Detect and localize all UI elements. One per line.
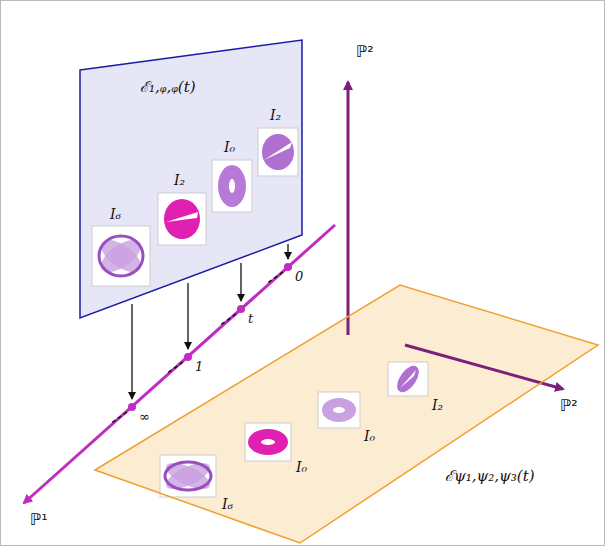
drawing-part [92,128,298,286]
drawing-part [287,244,288,259]
drawing-part [92,226,150,286]
point-label: t [248,311,253,327]
point-label: 0 [295,269,303,285]
drawing-part [240,263,241,301]
drawing-part [229,179,235,193]
drawing-part [96,234,146,278]
drawing-part [245,423,291,461]
drawing-part [24,225,335,503]
drawing-part [131,304,132,399]
panel-border [80,40,302,318]
drawing-part [405,345,563,389]
drawing-part [158,193,206,245]
fiber-type-label: I₀ [364,428,375,445]
drawing-part [262,134,294,170]
drawing-part [393,362,423,396]
fiber-type-label: I₂ [174,172,185,189]
drawing-part [322,398,356,422]
fiber-type-label: I₂ [270,107,281,124]
drawing-part [80,40,302,318]
drawing-part [96,134,294,278]
fiber-type-label: I₂ [432,397,443,414]
family-label: ℰψ₁,ψ₂,ψ₃(t) [445,467,535,485]
drawing-part [160,455,216,497]
drawing-part [166,212,198,222]
drawing-part [110,272,283,424]
drawing-part [400,370,416,388]
drawing-part [318,392,360,428]
fiber-type-label: I₀ [296,459,307,476]
fibration-panel: ℰ₁,ᵩ,ᵩ(t) [78,38,304,322]
point-label: ∞ [139,409,150,425]
drawing-part [261,439,275,445]
drawing-part [284,263,292,271]
axis-label: ℙ² [560,396,578,415]
drawing-part [162,458,213,495]
drawing-part [212,160,252,212]
fiber-type-label: I₀ [224,139,235,156]
drawing-part [162,458,213,495]
drawing-part [166,362,183,374]
drawing-part [237,305,245,313]
drawing-part [184,353,192,361]
drawing-part [219,314,236,326]
drawing-part [218,165,246,207]
drawing-part [160,362,428,497]
drawing-part [187,283,188,349]
panel-outline [93,283,600,545]
drawing-part [266,272,283,284]
fibration-panel: ℰψ₁,ψ₂,ψ₃(t) [93,283,600,545]
drawing-part [165,462,211,490]
fiber-type-label: I₆ [222,496,233,513]
drawing-part [264,142,292,160]
drawing-part [388,362,428,396]
axis-label: ℙ² [356,42,374,61]
drawing-part [128,403,136,411]
axis-label: ℙ¹ [30,510,48,529]
drawing-part [96,234,146,278]
drawing-part [99,236,143,276]
drawing-part [162,362,423,494]
fiber-type-label: I₆ [110,206,121,223]
panel-border [95,285,598,543]
drawing-part [128,263,292,411]
drawing-part [248,429,288,455]
drawing-part [164,199,200,239]
drawing-part [347,82,350,335]
drawing-part [132,244,288,399]
drawing-part [110,412,127,424]
drawing-part [258,128,298,176]
point-label: 1 [195,359,203,375]
drawing-part [333,407,345,413]
family-label: ℰ₁,ᵩ,ᵩ(t) [140,78,196,96]
